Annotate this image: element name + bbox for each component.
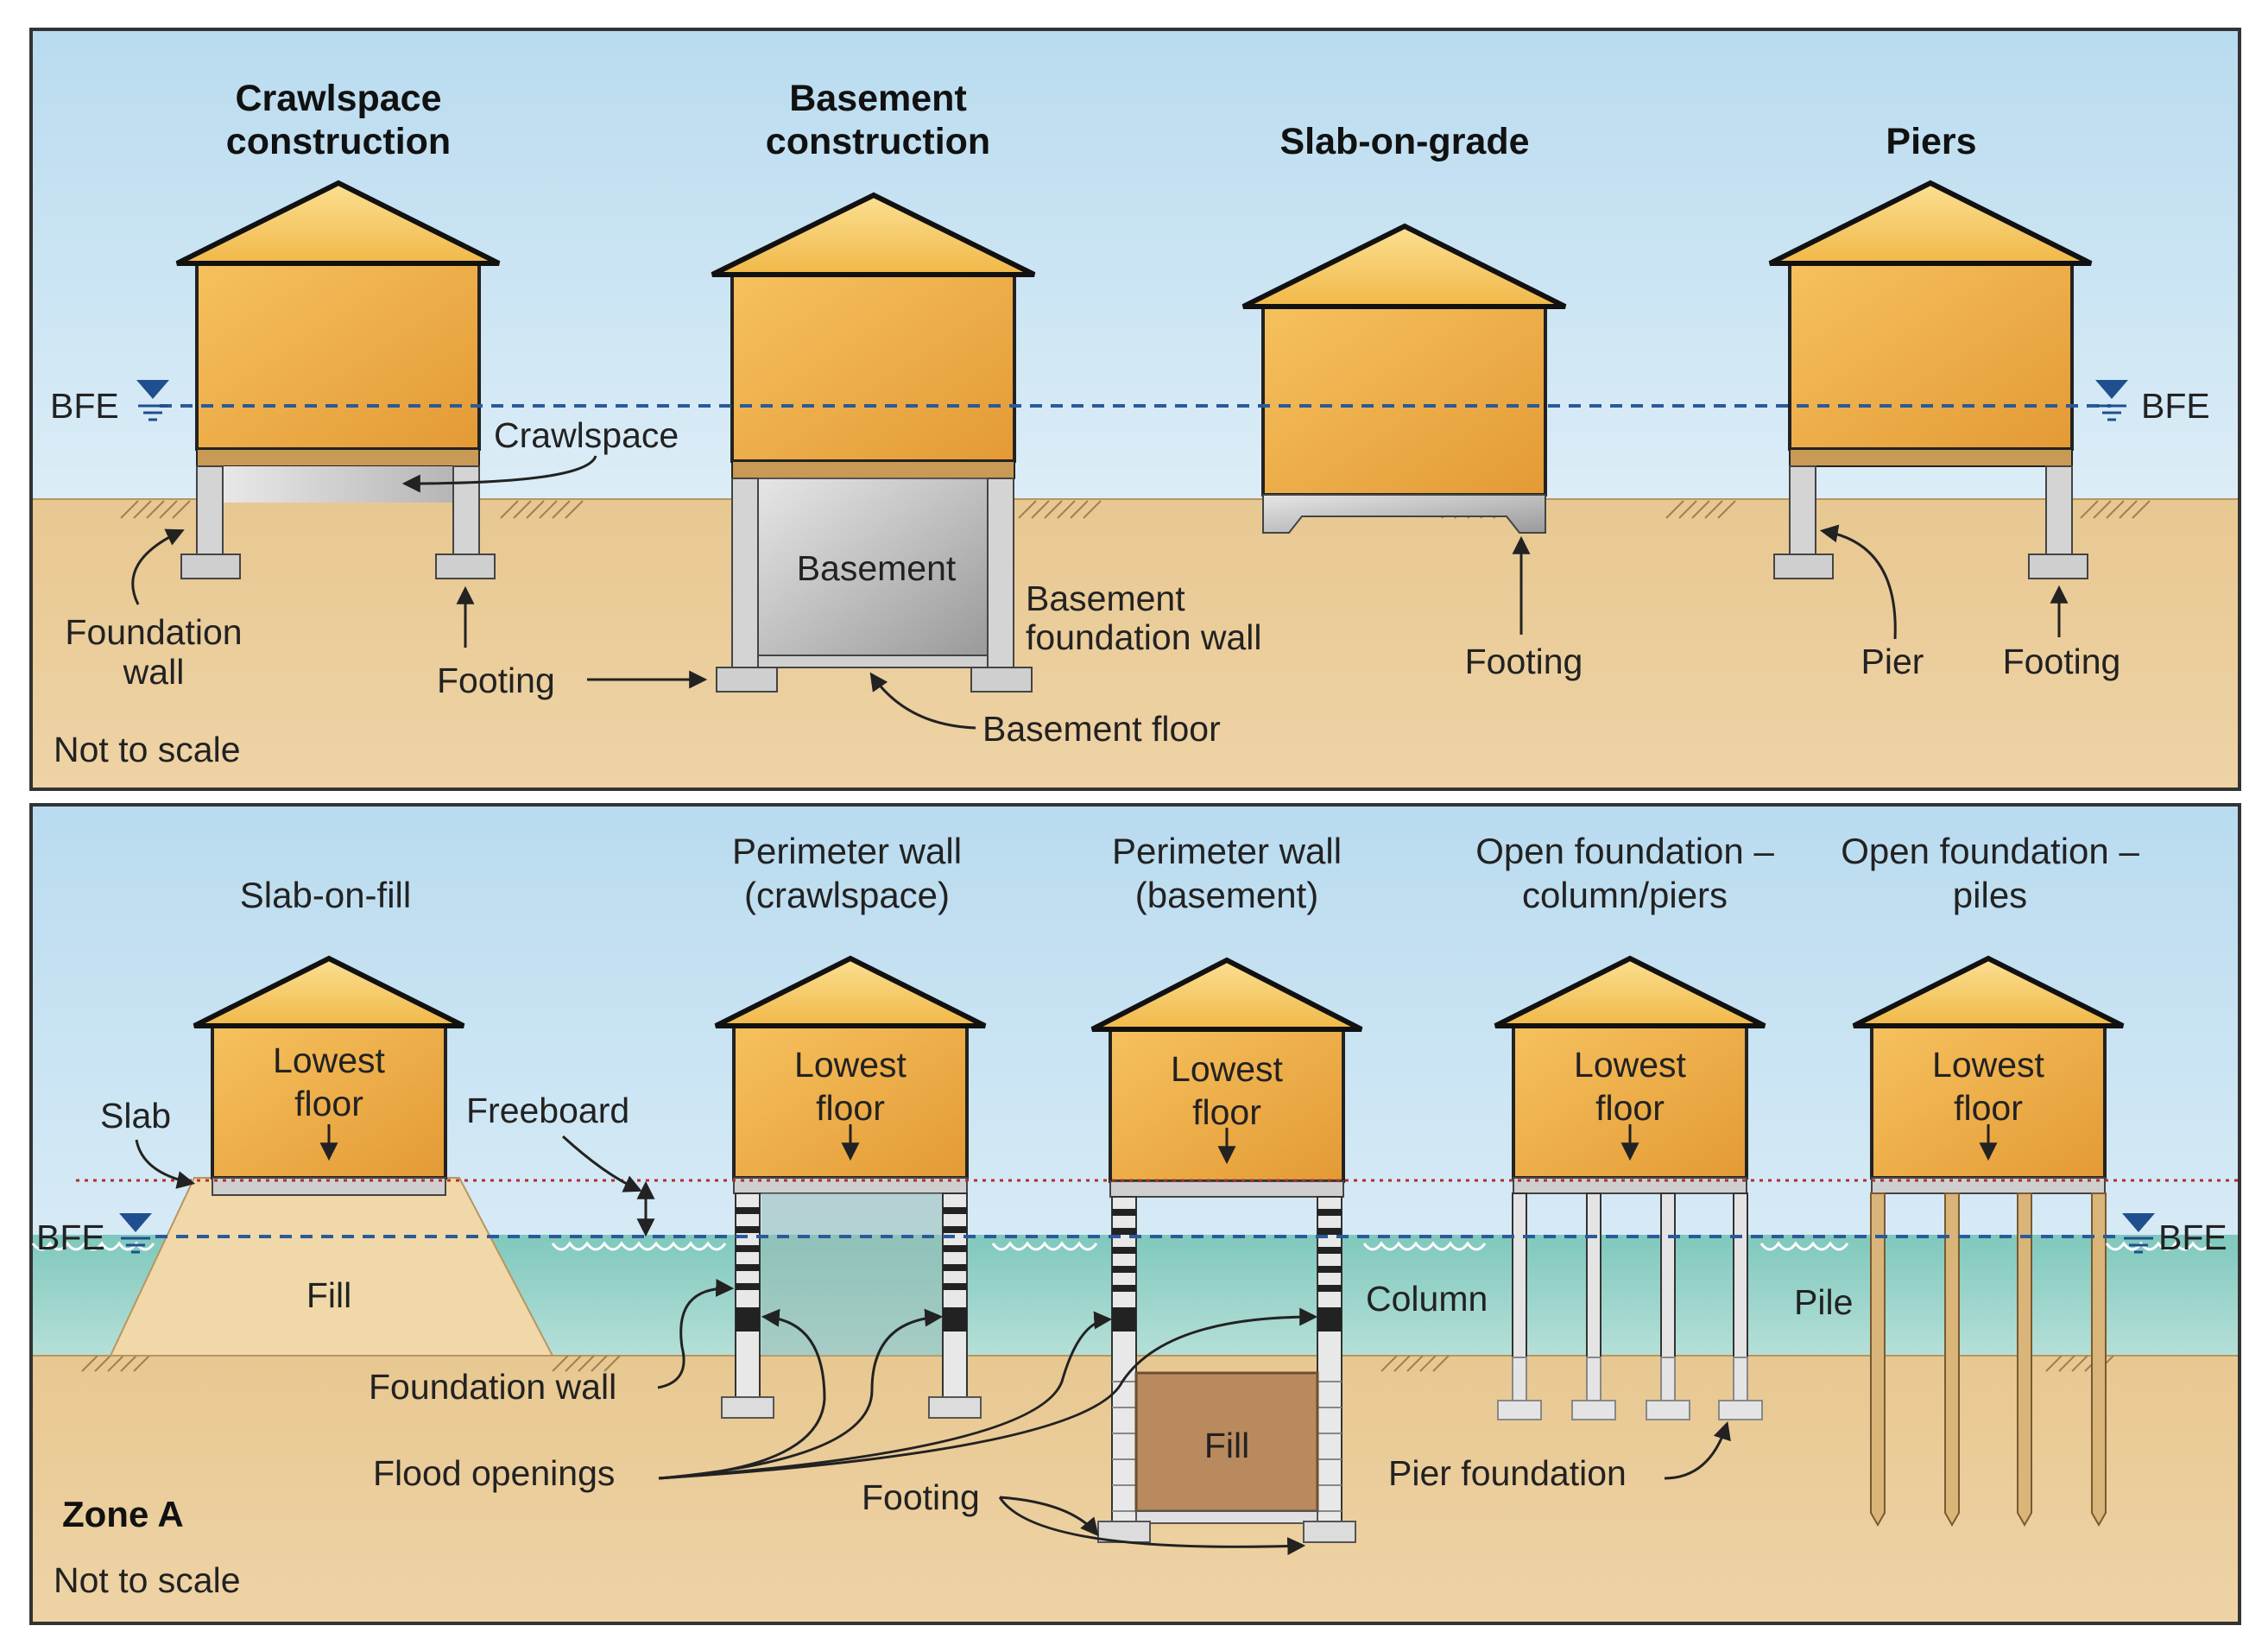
bottom-panel: Slab-on-fill Perimeter wall (crawlspace)…	[29, 803, 2241, 1625]
label-basement: Basement	[797, 548, 957, 588]
water-surface-waves	[31, 1241, 2212, 1251]
title-perimeter-crawl-line1: Perimeter wall	[732, 831, 962, 871]
leader-foundation-wall	[131, 528, 185, 605]
title-perimeter-crawl-line2: (crawlspace)	[744, 875, 950, 915]
label-flood-openings: Flood openings	[373, 1453, 615, 1493]
bfe-label-bottom-left: BFE	[36, 1218, 105, 1257]
note-not-to-scale-top: Not to scale	[54, 730, 241, 769]
lowest-floor-label-4a: Lowest	[1574, 1045, 1687, 1085]
title-basement-line1: Basement	[789, 78, 967, 119]
note-not-to-scale-bottom: Not to scale	[54, 1560, 241, 1600]
top-panel: Crawlspace construction Basement constru…	[29, 28, 2241, 791]
title-perimeter-basement-line1: Perimeter wall	[1112, 831, 1342, 871]
title-open-columns-line2: column/piers	[1522, 875, 1728, 915]
leader-flood-opening-4	[658, 1307, 1318, 1480]
lowest-floor-label-5a: Lowest	[1932, 1045, 2045, 1085]
lowest-floor-label-2b: floor	[816, 1088, 885, 1128]
label-freeboard: Freeboard	[466, 1091, 629, 1130]
title-crawlspace-line2: construction	[226, 121, 451, 162]
title-open-piles-line2: piles	[1953, 875, 2027, 915]
leader-pier	[1819, 524, 1897, 640]
leader-flood-opening-3	[658, 1311, 1113, 1480]
label-basement-wall-line2: foundation wall	[1026, 617, 1262, 657]
leader-flood-opening-2	[658, 1308, 944, 1480]
label-footing-piers: Footing	[2003, 642, 2121, 681]
leader-footing-2	[998, 1496, 1306, 1556]
house-basement	[711, 192, 1036, 693]
bfe-label-right: BFE	[2141, 386, 2210, 426]
label-pier-foundation: Pier foundation	[1388, 1453, 1627, 1493]
bfe-water-symbol-icon	[136, 380, 169, 421]
lowest-floor-label-3b: floor	[1192, 1092, 1261, 1132]
leader-footing-1	[999, 1496, 1099, 1537]
lowest-floor-label-3a: Lowest	[1171, 1049, 1284, 1089]
label-footing: Footing	[862, 1477, 980, 1517]
title-crawlspace-line1: Crawlspace	[235, 78, 441, 119]
label-basement-wall-line1: Basement	[1026, 579, 1185, 618]
bfe-water-symbol-icon	[2095, 380, 2128, 421]
leader-crawlspace	[401, 455, 597, 493]
label-basement-floor: Basement floor	[982, 709, 1221, 749]
leader-pier-foundation	[1664, 1421, 1731, 1480]
title-basement-line2: construction	[766, 121, 990, 162]
ground	[33, 499, 2238, 788]
title-open-piles-line1: Open foundation –	[1841, 831, 2139, 871]
title-slab-on-fill: Slab-on-fill	[240, 875, 411, 915]
title-piers: Piers	[1886, 121, 1976, 162]
house-slab-on-grade	[1241, 223, 1567, 534]
leader-freeboard	[561, 1135, 642, 1192]
label-pier: Pier	[1861, 642, 1924, 681]
label-pile: Pile	[1794, 1282, 1853, 1322]
lowest-floor-label-5b: floor	[1954, 1088, 2023, 1128]
lowest-floor-label-4b: floor	[1595, 1088, 1665, 1128]
house-perimeter-crawlspace	[714, 955, 987, 1419]
lowest-floor-label-1a: Lowest	[273, 1041, 386, 1080]
grass-hatching	[81, 1355, 2114, 1372]
label-fill-basement: Fill	[1204, 1426, 1249, 1465]
grass-hatching	[120, 500, 2151, 519]
bfe-water-symbol-icon	[119, 1213, 152, 1254]
leader-foundation-wall	[657, 1279, 735, 1389]
label-fill-mound: Fill	[306, 1275, 351, 1315]
leader-slab	[135, 1139, 196, 1189]
bfe-label-left: BFE	[50, 386, 119, 426]
label-crawlspace: Crawlspace	[494, 415, 679, 455]
label-footing-crawl: Footing	[437, 661, 555, 700]
house-open-columns	[1494, 955, 1766, 1420]
title-slab-on-grade: Slab-on-grade	[1279, 121, 1529, 162]
title-perimeter-basement-line2: (basement)	[1135, 875, 1318, 915]
basement-fill	[1134, 1371, 1319, 1513]
zone-label: Zone A	[62, 1494, 184, 1534]
bfe-water-symbol-icon	[2122, 1213, 2155, 1254]
lowest-floor-label-2a: Lowest	[794, 1045, 907, 1085]
bfe-label-bottom-right: BFE	[2158, 1218, 2227, 1257]
label-column: Column	[1366, 1279, 1488, 1319]
label-footing-slab: Footing	[1465, 642, 1583, 681]
leader-basement-floor	[869, 672, 976, 730]
label-foundation-wall-line1: Foundation	[65, 612, 242, 652]
title-open-columns-line1: Open foundation –	[1475, 831, 1774, 871]
lowest-floor-label-1b: floor	[294, 1084, 363, 1123]
label-foundation-wall-line2: wall	[123, 652, 185, 692]
label-foundation-wall: Foundation wall	[369, 1367, 616, 1407]
label-slab: Slab	[100, 1096, 171, 1135]
house-piers	[1768, 180, 2093, 579]
